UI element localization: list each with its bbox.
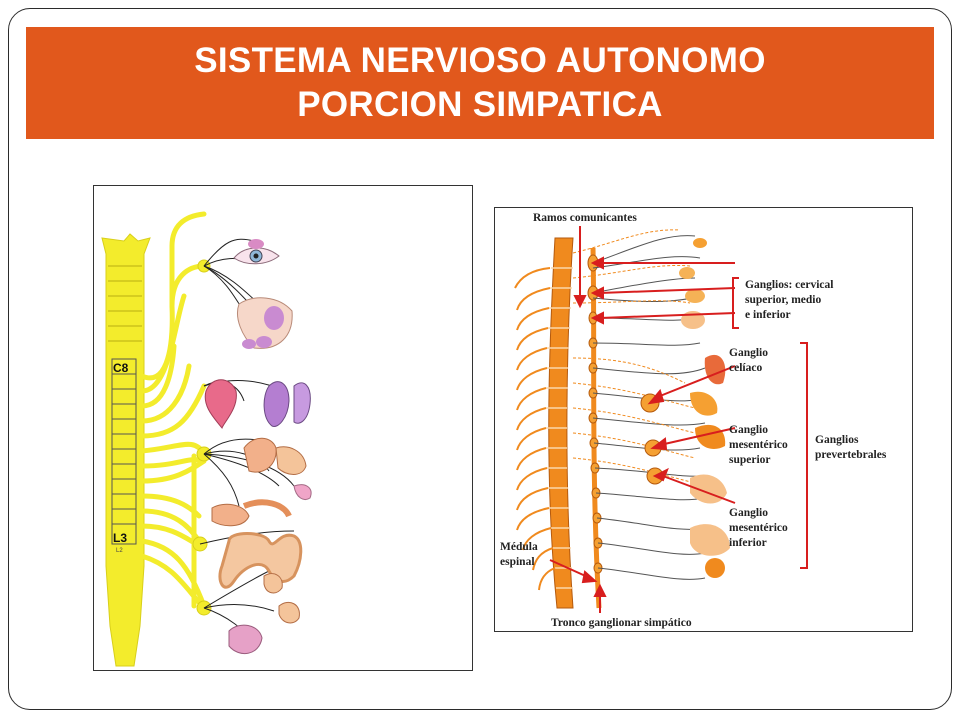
label-ganglios-cervical-3: e inferior [745, 309, 791, 321]
label-ganglios-cervical-1: Ganglios: cervical [745, 279, 833, 291]
intestine-organ [218, 532, 303, 589]
label-ganglio-mes-inf-1: Ganglio [729, 507, 768, 519]
sympathetic-trunk-chain [587, 247, 603, 609]
stomach-liver-organ [243, 437, 312, 500]
label-medula-espinal-1: Médula [500, 541, 538, 553]
label-ganglios-prevertebrales-2: prevertebrales [815, 449, 887, 461]
sympathetic-organs-figure: C8 L3 L2 [93, 185, 473, 671]
pancreas-kidney-organ [211, 499, 292, 527]
title-line-2: PORCION SIMPATICA [297, 85, 663, 124]
label-ganglio-mes-sup-2: mesentérico [729, 439, 788, 451]
left-diagram-svg: C8 L3 L2 [101, 211, 312, 667]
label-ganglio-celiaco-1: Ganglio [729, 347, 768, 359]
label-ganglio-mes-inf-2: mesentérico [729, 522, 788, 534]
spinal-cord-column: C8 L3 L2 [101, 233, 151, 667]
segment-label-c8: C8 [113, 361, 129, 375]
lungs-organ [263, 381, 311, 427]
bladder-genital-organ [228, 573, 300, 654]
label-ganglio-celiaco-2: celíaco [729, 362, 762, 374]
spinal-nerve-branches [514, 267, 556, 591]
red-arrows [549, 226, 736, 613]
label-ganglio-mes-sup-3: superior [729, 454, 771, 466]
title-banner: SISTEMA NERVIOSO AUTONOMO PORCION SIMPAT… [26, 27, 934, 139]
label-tronco-ganglionar: Tronco ganglionar simpático [551, 617, 692, 629]
sympathetic-chain-figure: Ramos comunicantes Ganglios: cervical su… [494, 207, 913, 632]
eye-organ [233, 239, 280, 265]
right-diagram-svg: Ramos comunicantes Ganglios: cervical su… [500, 212, 887, 629]
label-ramos-comunicantes: Ramos comunicantes [533, 212, 637, 224]
label-medula-espinal-2: espinal [500, 556, 535, 568]
target-organs-right [679, 238, 730, 578]
spinal-column-orange [546, 237, 574, 609]
heart-organ [204, 379, 237, 430]
salivary-glands-organ [237, 297, 293, 349]
title-line-1: SISTEMA NERVIOSO AUTONOMO [194, 41, 766, 80]
segment-label-l3: L3 [113, 531, 127, 545]
label-ganglios-cervical-2: superior, medio [745, 294, 821, 306]
bracket-lines [732, 277, 808, 569]
label-ganglios-prevertebrales-1: Ganglios [815, 434, 859, 446]
dashed-preganglionic-fibers [572, 229, 696, 484]
label-ganglio-mes-inf-3: inferior [729, 537, 767, 549]
segment-label-l2: L2 [116, 548, 123, 554]
label-ganglio-mes-sup-1: Ganglio [729, 424, 768, 436]
